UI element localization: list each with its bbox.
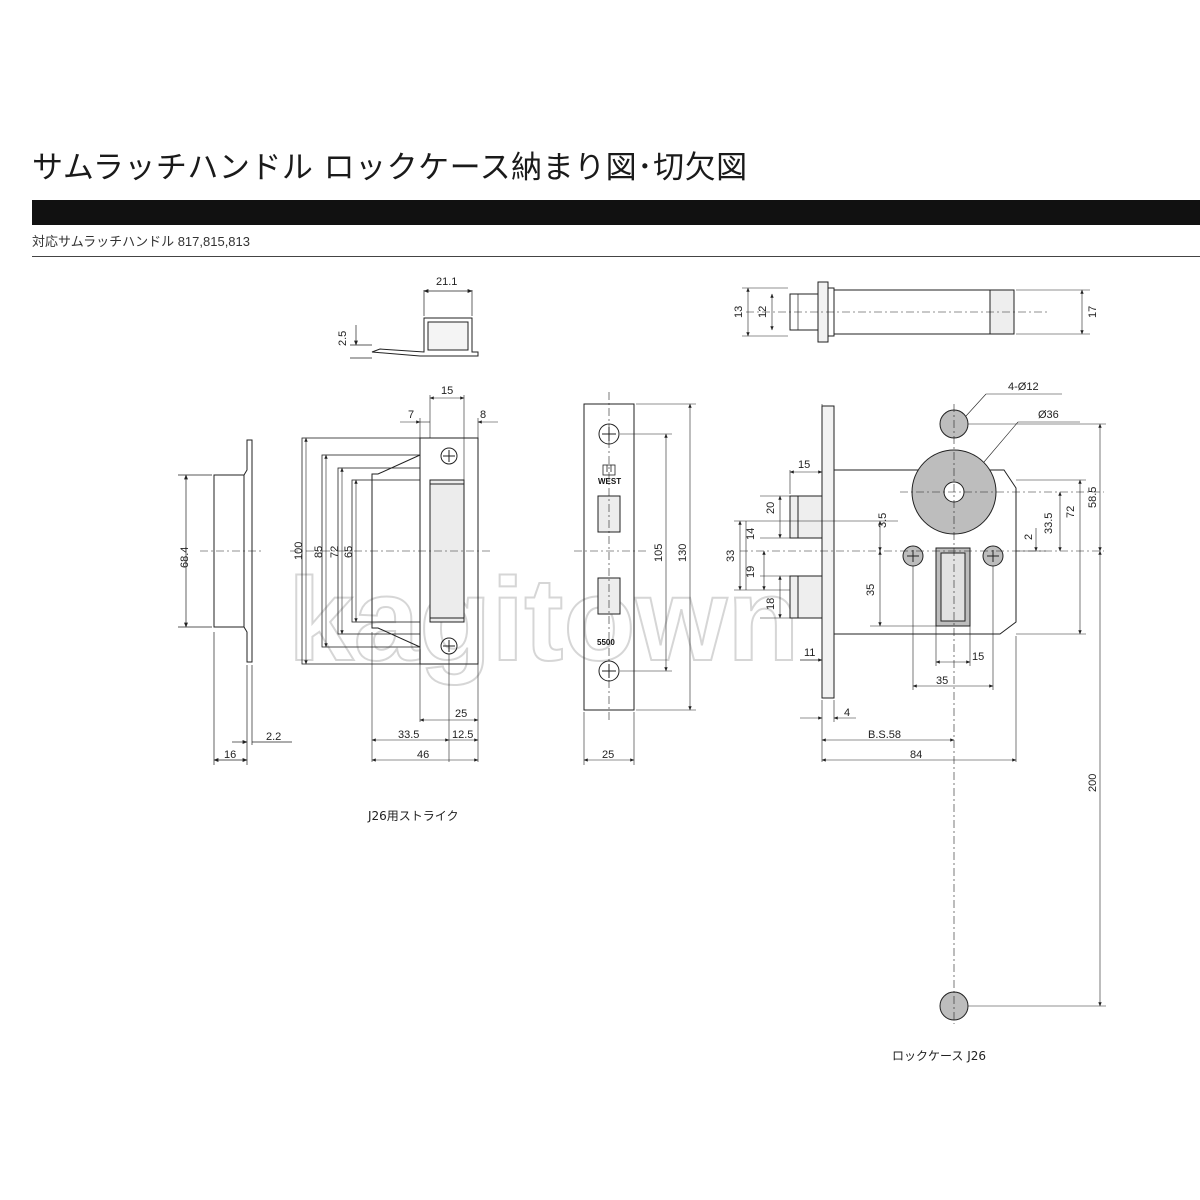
dim-mortise-33-5: 33.5	[398, 729, 419, 741]
subtitle-rule	[32, 256, 1200, 257]
dim-case-3-5: 3.5	[877, 513, 889, 528]
strike-side-view	[178, 439, 292, 765]
dim-case-200: 200	[1087, 774, 1099, 792]
dim-mortise-100: 100	[293, 542, 305, 560]
dim-case-15-bottom: 15	[972, 651, 984, 663]
dim-face-width: 25	[602, 749, 614, 761]
dim-mortise-72: 72	[329, 546, 341, 558]
dim-case-2: 2	[1023, 534, 1035, 540]
dim-holes: 4-Ø12	[1008, 381, 1039, 393]
caption-strike: J26用ストライク	[367, 809, 459, 823]
faceplate-view	[574, 392, 696, 765]
faceplate-model: 5500	[597, 638, 615, 647]
dim-strike-height: 68.4	[179, 547, 191, 568]
dim-case-4: 4	[844, 707, 850, 719]
dim-top-12: 12	[757, 306, 769, 318]
faceplate-logo: WEST	[598, 477, 621, 486]
dim-case-15-top: 15	[798, 459, 810, 471]
dim-case-19: 19	[745, 566, 757, 578]
dim-case-11: 11	[804, 647, 815, 659]
dim-top-17: 17	[1087, 306, 1099, 318]
dim-mortise-12-5: 12.5	[452, 729, 473, 741]
dim-case-35-v: 35	[865, 584, 877, 596]
strike-front-view	[290, 395, 498, 762]
dim-strike-thickness: 2.5	[337, 331, 349, 346]
lockcase-side-view	[734, 393, 1106, 1024]
dim-strike-lip: 2.2	[266, 731, 281, 743]
dim-face-130: 130	[677, 544, 689, 562]
dim-case-14: 14	[745, 528, 757, 540]
dim-case-33-5: 33.5	[1043, 513, 1055, 534]
page-title: サムラッチハンドル ロックケース納まり図･切欠図	[32, 150, 748, 186]
dim-mortise-right: 8	[480, 409, 486, 421]
dim-spindle: Ø36	[1038, 409, 1059, 421]
dimension-labels: 21.1 2.5 68.4 16 2.2 15 7 8 100 85 72 65…	[179, 276, 1099, 1063]
strike-top-view	[350, 289, 479, 359]
watermark: kagitown	[288, 554, 799, 686]
caption-lockcase: ロックケース J26	[892, 1049, 986, 1063]
dim-mortise-65: 65	[343, 546, 355, 558]
dim-case-58-5: 58.5	[1087, 487, 1099, 508]
dim-case-35-bottom: 35	[936, 675, 948, 687]
dim-case-33: 33	[725, 550, 737, 562]
dim-face-105: 105	[653, 544, 665, 562]
dim-mortise-top: 15	[441, 385, 453, 397]
dim-case-20: 20	[765, 502, 777, 514]
lockcase-top-view	[742, 281, 1090, 343]
title-bar	[32, 200, 1200, 225]
dim-mortise-left: 7	[408, 409, 414, 421]
dim-mortise-25: 25	[455, 708, 467, 720]
dim-case-84: 84	[910, 749, 922, 761]
compatible-handles: 対応サムラッチハンドル 817,815,813	[32, 234, 250, 249]
dim-case-18: 18	[765, 598, 777, 610]
dim-backset: B.S.58	[868, 729, 901, 741]
dim-strike-depth: 16	[224, 749, 236, 761]
dim-mortise-85: 85	[313, 546, 325, 558]
dim-top-13: 13	[733, 306, 745, 318]
dim-case-72: 72	[1065, 506, 1077, 518]
dim-mortise-46: 46	[417, 749, 429, 761]
dim-strike-top-width: 21.1	[436, 276, 457, 288]
